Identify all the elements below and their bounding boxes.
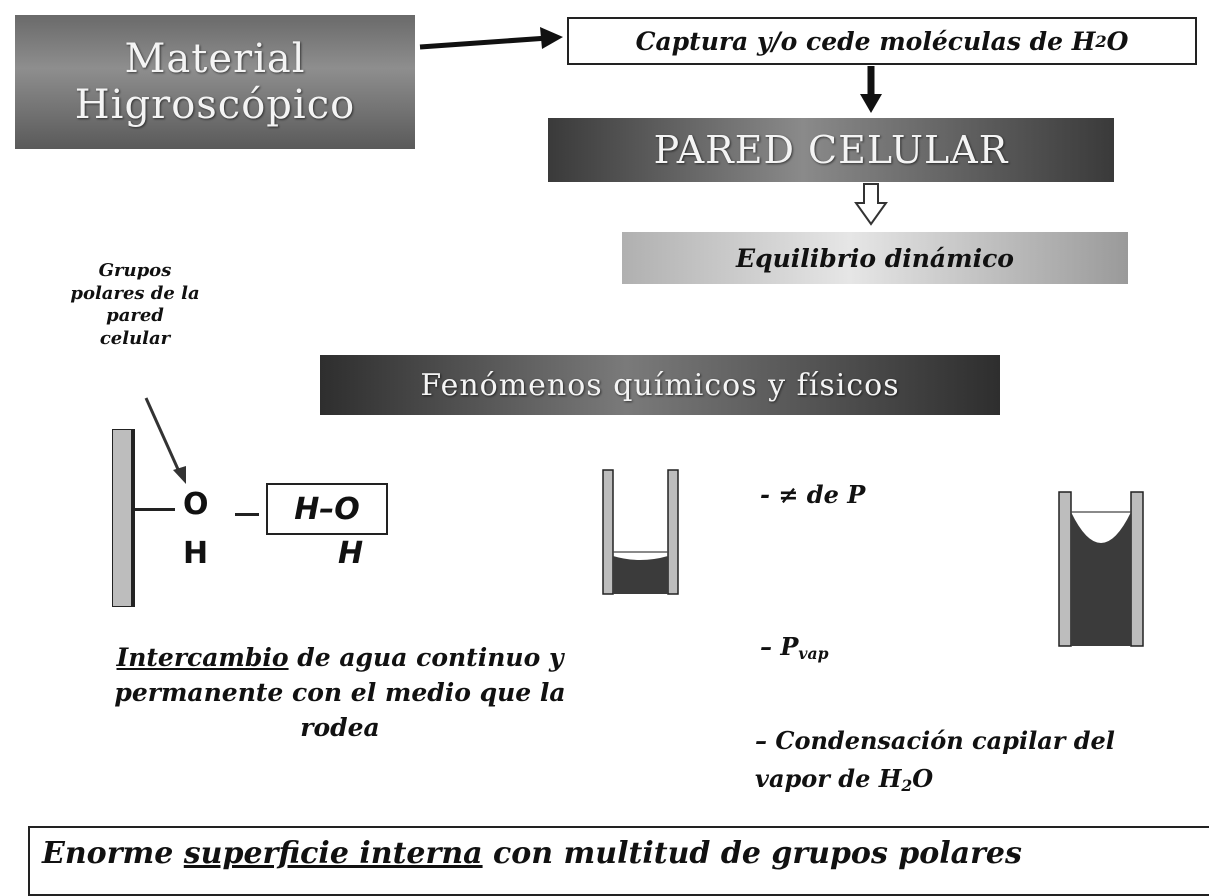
material-line2: Higroscópico	[74, 82, 356, 128]
condens-line1: – Condensación capilar del	[755, 726, 1115, 755]
hydrogen-atom: H	[183, 536, 209, 571]
equilibrio-dinamico-box: Equilibrio dinámico	[622, 232, 1128, 284]
pointer-arrowhead	[173, 466, 186, 484]
arrowhead-captura	[540, 27, 563, 49]
hollow-arrow-pared-to-equilibrio	[854, 183, 888, 226]
vapor-pressure-label: – Pvap	[760, 632, 828, 663]
pvap-subscript: vap	[798, 643, 829, 663]
arrowhead-pared	[860, 94, 882, 113]
condensacion-label: – Condensación capilar del vapor de H2O	[755, 722, 1209, 799]
pvap-prefix: – P	[760, 632, 799, 661]
grupos-polares-label: Grupos polares de la pared celular	[40, 260, 230, 350]
material-line1: Material	[124, 36, 306, 82]
pointer-grupos-to-o	[144, 397, 183, 477]
water-hydrogen: H	[338, 536, 364, 571]
pared-celular-box: PARED CELULAR	[548, 118, 1114, 182]
capillary-1-left-wall	[602, 469, 614, 595]
capillary-1	[602, 469, 679, 595]
hydrogen-bond-dash	[235, 513, 259, 516]
capillary-2-right-wall	[1130, 491, 1144, 647]
capillary-2-liquid	[1071, 512, 1131, 646]
capillary-1-liquid	[613, 556, 668, 594]
intercambio-text: Intercambio de agua continuo y permanent…	[60, 640, 620, 745]
fenomenos-box: Fenómenos químicos y físicos	[320, 355, 1000, 415]
intercambio-line2: permanente con el medio que la	[114, 678, 566, 707]
water-ho: H–O	[294, 491, 360, 527]
captura-subscript: 2	[1095, 31, 1107, 51]
grupos-line4: celular	[99, 327, 171, 349]
cell-wall-edge	[132, 429, 135, 607]
oxygen-atom: O	[183, 487, 209, 522]
captura-text-end: O	[1106, 26, 1129, 56]
superficie-interna-box: Enorme superficie interna con multitud d…	[28, 826, 1209, 896]
grupos-line1: Grupos	[98, 260, 172, 281]
condens-subscript: 2	[901, 776, 913, 796]
capillary-2-left-wall	[1058, 491, 1072, 647]
pressure-difference-label: - ≠ de P	[760, 480, 866, 509]
bottom-underlined: superficie interna	[183, 836, 483, 871]
intercambio-line3: rodea	[300, 713, 380, 742]
bottom-rest: con multitud de grupos polares	[482, 836, 1022, 871]
intercambio-rest: de agua continuo y	[288, 643, 564, 672]
capillary-2	[1058, 491, 1144, 647]
water-molecule-box: H–O	[266, 483, 388, 535]
grupos-line2: polares de la	[70, 282, 200, 304]
bottom-word1: Enorme	[42, 836, 184, 871]
wall-bond-line	[135, 508, 175, 511]
grupos-line3: pared	[106, 305, 164, 326]
pared-celular-label: PARED CELULAR	[653, 128, 1009, 172]
equilibrio-label: Equilibrio dinámico	[736, 243, 1014, 273]
arrow-material-to-captura	[419, 35, 549, 50]
fenomenos-label: Fenómenos químicos y físicos	[420, 367, 900, 403]
condens-suffix: O	[912, 764, 934, 794]
intercambio-underlined: Intercambio	[116, 643, 289, 672]
material-higroscopico-box: Material Higroscópico	[15, 15, 415, 149]
cell-wall	[112, 429, 132, 607]
condens-line2: vapor de H	[755, 764, 902, 794]
capillary-1-right-wall	[667, 469, 679, 595]
captura-text: Captura y/o cede moléculas de H	[635, 26, 1096, 56]
